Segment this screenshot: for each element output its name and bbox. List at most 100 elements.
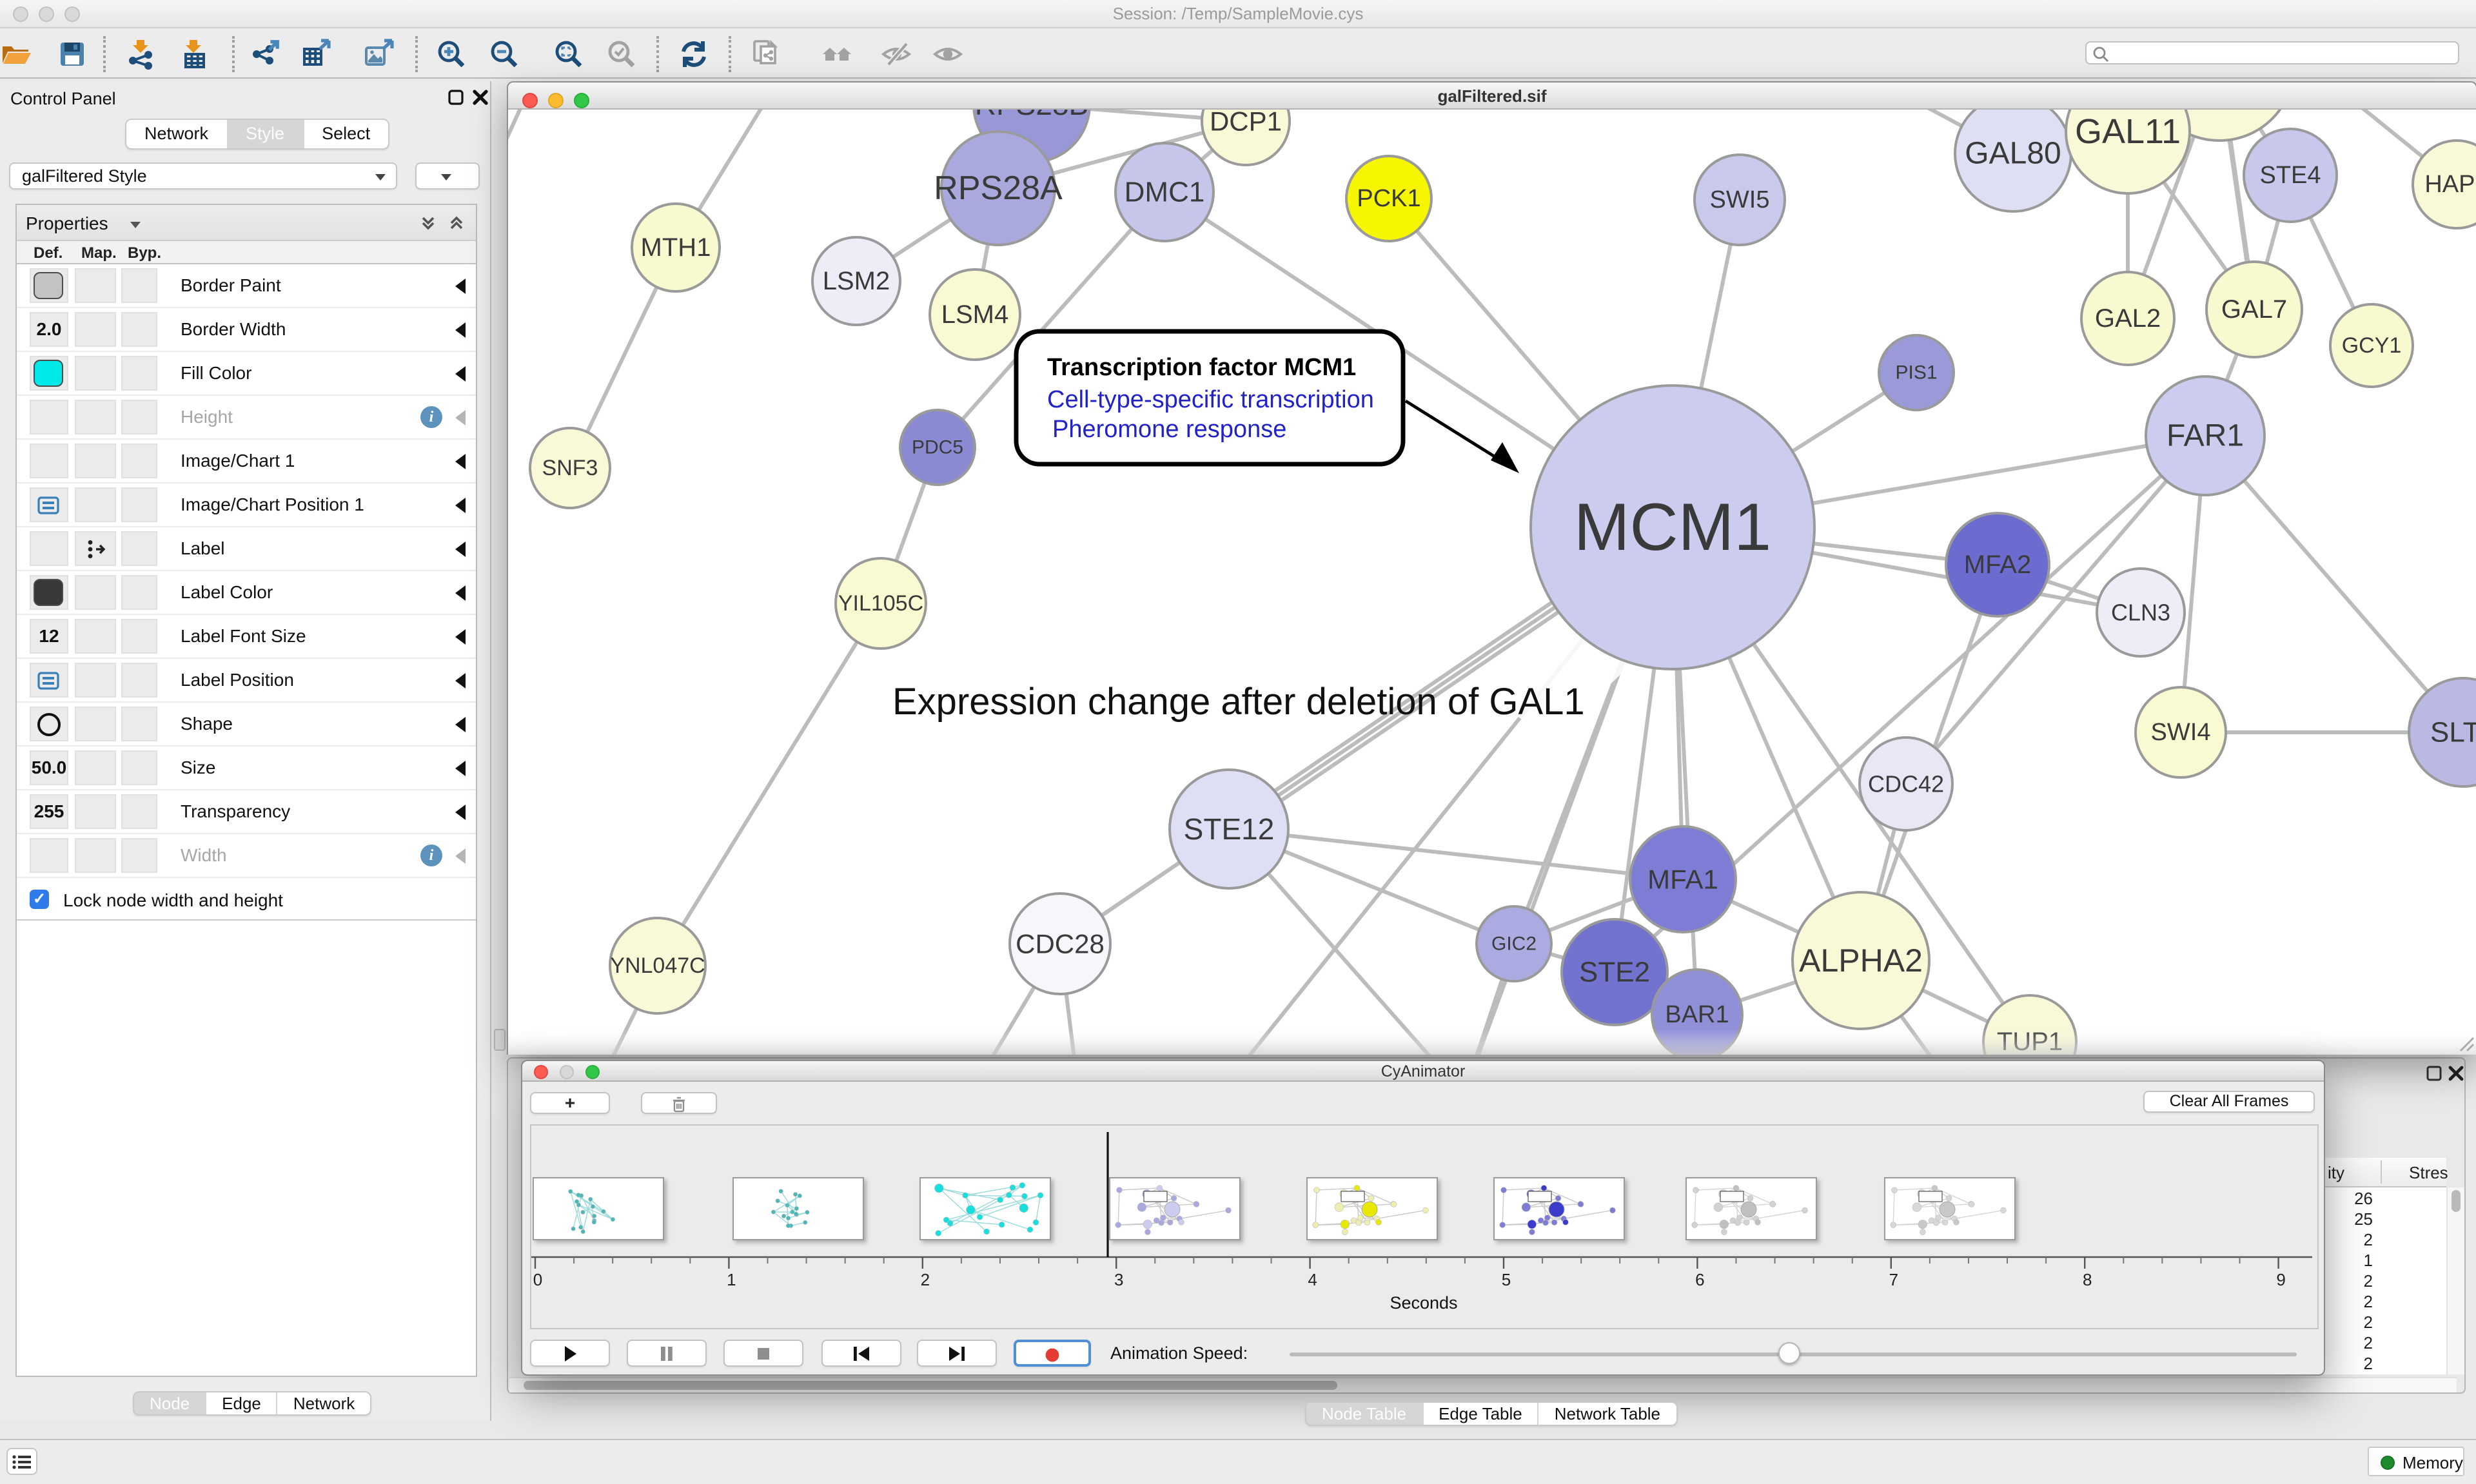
node-MFA2[interactable]: [1945, 512, 2050, 618]
annotation-balloon[interactable]: Transcription factor MCM1Cell-type-speci…: [1014, 329, 1519, 473]
mapping-cell[interactable]: [75, 575, 116, 610]
node-LSM2[interactable]: [811, 236, 901, 326]
edge[interactable]: [2203, 434, 2465, 734]
node-YIL105C[interactable]: [834, 557, 927, 650]
node-GIC2[interactable]: [1475, 905, 1553, 982]
tab-edge-table[interactable]: Edge Table: [1423, 1403, 1539, 1425]
search-box[interactable]: [2085, 41, 2459, 64]
table-cell-value[interactable]: 1: [2363, 1251, 2373, 1270]
edge[interactable]: [508, 110, 540, 206]
slider-knob[interactable]: [1778, 1342, 1800, 1364]
expand-row-icon[interactable]: [455, 761, 466, 776]
mapping-cell[interactable]: [75, 531, 116, 566]
mapping-cell[interactable]: [75, 619, 116, 654]
stop-button[interactable]: [723, 1340, 803, 1367]
node-FAR1[interactable]: [2145, 375, 2266, 496]
window-close-icon[interactable]: [13, 6, 28, 22]
mapping-cell[interactable]: [75, 400, 116, 434]
node-SNF3[interactable]: [529, 427, 611, 509]
position-icon[interactable]: [37, 496, 59, 514]
lock-size-checkbox[interactable]: ✓: [30, 890, 49, 909]
node-SWI5[interactable]: [1693, 153, 1786, 246]
table-cell-value[interactable]: 2: [2363, 1354, 2373, 1373]
property-row-fill-color[interactable]: Fill Color: [17, 352, 476, 396]
record-button[interactable]: [1014, 1340, 1091, 1367]
property-row-label[interactable]: Label: [17, 527, 476, 571]
zoom-window-icon[interactable]: [574, 92, 589, 108]
bypass-cell[interactable]: [121, 707, 157, 741]
default-value[interactable]: 12: [39, 625, 59, 646]
expand-row-icon[interactable]: [455, 673, 466, 688]
bypass-cell[interactable]: [121, 531, 157, 566]
close-window-icon[interactable]: [522, 92, 538, 108]
color-swatch[interactable]: [34, 579, 63, 606]
zoom-window-icon[interactable]: [585, 1065, 600, 1079]
table-cell-value[interactable]: 2: [2363, 1230, 2373, 1249]
expand-row-icon[interactable]: [455, 498, 466, 513]
default-value-cell[interactable]: [30, 487, 68, 522]
bypass-cell[interactable]: [121, 575, 157, 610]
mapping-cell[interactable]: [75, 487, 116, 522]
zoom-out-icon[interactable]: [489, 39, 520, 70]
table-horizontal-scrollbar[interactable]: [509, 1377, 2457, 1392]
node-CDC28[interactable]: [1008, 892, 1112, 995]
bypass-cell[interactable]: [121, 838, 157, 873]
collapse-all-icon[interactable]: [447, 214, 466, 232]
frame-thumbnail-7[interactable]: [1685, 1177, 1817, 1240]
export-table-icon[interactable]: [302, 39, 333, 70]
mapping-cell[interactable]: [75, 838, 116, 873]
default-value-cell[interactable]: [30, 794, 68, 829]
refresh-icon[interactable]: [678, 39, 709, 70]
tab-node[interactable]: Node: [134, 1392, 207, 1414]
zoom-fit-icon[interactable]: [553, 39, 584, 70]
node-SWI4[interactable]: [2134, 686, 2227, 779]
color-swatch[interactable]: [34, 272, 63, 299]
expand-row-icon[interactable]: [455, 454, 466, 469]
previous-frame-button[interactable]: [821, 1340, 901, 1367]
table-cell-value[interactable]: 25: [2354, 1209, 2373, 1229]
expand-all-icon[interactable]: [419, 214, 437, 232]
next-frame-button[interactable]: [917, 1340, 997, 1367]
edge[interactable]: [1904, 434, 2207, 785]
ellipse-shape-icon[interactable]: [36, 712, 62, 737]
zoom-selected-icon[interactable]: [606, 39, 637, 70]
expand-row-icon[interactable]: [455, 366, 466, 382]
memory-button[interactable]: Memory: [2368, 1447, 2464, 1476]
default-value-cell[interactable]: [30, 838, 68, 873]
expand-row-icon[interactable]: [455, 805, 466, 820]
tab-style[interactable]: Style: [228, 120, 304, 148]
frame-thumbnail-6[interactable]: [1493, 1177, 1625, 1240]
default-value-cell[interactable]: [30, 619, 68, 654]
float-panel-icon[interactable]: [2426, 1065, 2442, 1082]
edge[interactable]: [1228, 827, 1684, 881]
bypass-cell[interactable]: [121, 487, 157, 522]
window-zoom-icon[interactable]: [64, 6, 80, 22]
node-DCP1[interactable]: [1201, 110, 1291, 166]
default-value-cell[interactable]: [30, 400, 68, 434]
frame-thumbnail-8[interactable]: [1884, 1177, 2016, 1240]
tab-select[interactable]: Select: [304, 120, 389, 148]
minimize-window-icon[interactable]: [560, 1065, 574, 1079]
edge[interactable]: [656, 602, 883, 967]
node-STE2[interactable]: [1560, 918, 1669, 1026]
expand-row-icon[interactable]: [455, 848, 466, 864]
node-STE12[interactable]: [1168, 768, 1290, 890]
node-YNL047C[interactable]: [609, 917, 707, 1015]
export-network-icon[interactable]: [251, 39, 282, 70]
mapping-cell[interactable]: [75, 707, 116, 741]
expand-row-icon[interactable]: [455, 410, 466, 425]
hide-details-icon[interactable]: [881, 39, 912, 70]
position-icon[interactable]: [37, 672, 59, 690]
network-window-titlebar[interactable]: galFiltered.sif: [508, 83, 2476, 110]
canvas-caption[interactable]: Expression change after deletion of GAL1: [892, 681, 1585, 723]
pause-button[interactable]: [627, 1340, 707, 1367]
cyanimator-titlebar[interactable]: CyAnimator: [522, 1061, 2324, 1082]
table-cell-value[interactable]: 2: [2363, 1292, 2373, 1311]
add-frame-button[interactable]: +: [530, 1092, 610, 1114]
table-cell-value[interactable]: 26: [2354, 1189, 2373, 1208]
import-network-icon[interactable]: [126, 39, 157, 70]
tab-network[interactable]: Network: [126, 120, 228, 148]
tab-node-table[interactable]: Node Table: [1306, 1403, 1424, 1425]
